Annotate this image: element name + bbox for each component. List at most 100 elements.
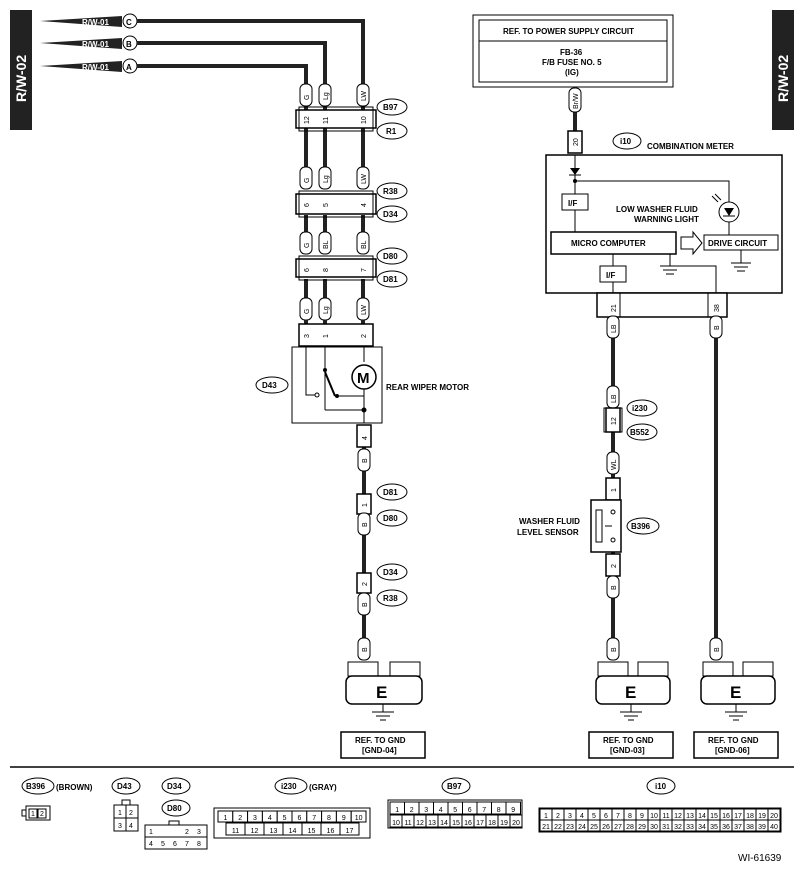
tag-right-label: R/W-02 xyxy=(775,55,791,102)
svg-text:[GND-03]: [GND-03] xyxy=(610,746,645,755)
i10-pin-label: 17 xyxy=(734,813,742,820)
svg-text:(IG): (IG) xyxy=(565,68,579,77)
svg-text:REF. TO GND: REF. TO GND xyxy=(708,736,759,745)
svg-text:R/W-01: R/W-01 xyxy=(82,40,110,49)
i10-pin-label: 35 xyxy=(710,824,718,831)
svg-text:6: 6 xyxy=(304,268,311,272)
svg-text:5: 5 xyxy=(323,203,330,207)
b97-pin-label: 17 xyxy=(476,820,484,827)
i230-pin-label: 15 xyxy=(308,828,316,835)
i10-pin-label: 10 xyxy=(650,813,658,820)
svg-text:D34: D34 xyxy=(383,568,398,577)
svg-text:2: 2 xyxy=(185,829,189,836)
svg-text:B: B xyxy=(611,585,618,590)
svg-text:B: B xyxy=(362,602,369,607)
i10-pin-label: 25 xyxy=(590,824,598,831)
svg-text:2: 2 xyxy=(40,811,44,818)
i10-pin-label: 9 xyxy=(640,813,644,820)
i230-pin-label: 5 xyxy=(283,815,287,822)
svg-text:12: 12 xyxy=(304,116,311,124)
power-supply-ref: REF. TO POWER SUPPLY CIRCUIT FB-36 F/B F… xyxy=(472,14,674,88)
figure-id: WI-61639 xyxy=(738,853,782,864)
svg-text:7: 7 xyxy=(361,268,368,272)
svg-text:LW: LW xyxy=(361,174,368,184)
svg-text:1: 1 xyxy=(31,811,35,818)
svg-text:D80: D80 xyxy=(383,514,398,523)
svg-text:i10: i10 xyxy=(655,782,667,791)
power-wire: Br/W 20 xyxy=(567,87,583,154)
svg-text:4: 4 xyxy=(129,823,133,830)
svg-text:B: B xyxy=(362,522,369,527)
svg-text:R1: R1 xyxy=(386,127,397,136)
svg-text:5: 5 xyxy=(161,841,165,848)
svg-text:11: 11 xyxy=(323,117,330,124)
i10-pin-label: 36 xyxy=(722,824,730,831)
legend-d43: D43 1 2 3 4 xyxy=(111,777,141,832)
i10-pin-label: 32 xyxy=(674,824,682,831)
svg-text:I/F: I/F xyxy=(568,199,577,208)
b97-pin-label: 13 xyxy=(428,820,436,827)
i230-pin-label: 16 xyxy=(327,828,335,835)
i230-pin-label: 8 xyxy=(327,815,331,822)
b97-pin-label: 3 xyxy=(424,807,428,814)
i10-pin-label: 20 xyxy=(770,813,778,820)
i230-pin-label: 3 xyxy=(253,815,257,822)
svg-text:R38: R38 xyxy=(383,187,398,196)
svg-text:B97: B97 xyxy=(383,103,398,112)
svg-text:WL: WL xyxy=(611,459,618,470)
i10-pin-label: 5 xyxy=(592,813,596,820)
i230-pin-cell xyxy=(350,810,367,823)
i230-pin-label: 12 xyxy=(251,828,259,835)
svg-text:D80: D80 xyxy=(167,804,182,813)
svg-text:4: 4 xyxy=(362,436,369,440)
svg-text:LB: LB xyxy=(611,394,618,403)
svg-text:FB-36: FB-36 xyxy=(560,48,583,57)
svg-text:B: B xyxy=(126,40,132,49)
b97-pin-label: 20 xyxy=(512,820,520,827)
svg-text:COMBINATION METER: COMBINATION METER xyxy=(647,142,734,151)
i10-pin-label: 2 xyxy=(556,813,560,820)
svg-text:D80: D80 xyxy=(383,252,398,261)
i10-pin-label: 37 xyxy=(734,824,742,831)
svg-text:2: 2 xyxy=(611,564,618,568)
svg-text:WARNING LIGHT: WARNING LIGHT xyxy=(634,215,699,224)
b97-pin-label: 2 xyxy=(410,807,414,814)
svg-text:R38: R38 xyxy=(383,594,398,603)
svg-text:G: G xyxy=(304,309,311,314)
svg-text:i230: i230 xyxy=(281,782,297,791)
b97-pin-label: 18 xyxy=(488,820,496,827)
i230-pin-label: 9 xyxy=(342,815,346,822)
i230-pin-label: 10 xyxy=(355,815,363,822)
svg-text:6: 6 xyxy=(304,203,311,207)
svg-text:B552: B552 xyxy=(630,428,650,437)
ground-gnd-06: E REF. TO GND [GND-06] xyxy=(693,661,779,759)
i230-pin-cell xyxy=(339,822,360,836)
svg-text:4: 4 xyxy=(149,841,153,848)
svg-text:D43: D43 xyxy=(262,381,277,390)
svg-text:DRIVE CIRCUIT: DRIVE CIRCUIT xyxy=(708,239,767,248)
b97-pin-cell xyxy=(509,814,523,828)
b97-pin-label: 6 xyxy=(468,807,472,814)
svg-text:BL: BL xyxy=(361,240,368,249)
svg-text:R/W-01: R/W-01 xyxy=(82,18,110,27)
svg-text:C: C xyxy=(126,18,132,27)
b97-pin-label: 9 xyxy=(511,807,515,814)
svg-text:D34: D34 xyxy=(383,210,398,219)
svg-text:BL: BL xyxy=(323,240,330,249)
svg-text:1: 1 xyxy=(118,810,122,817)
b97-pin-label: 4 xyxy=(439,807,443,814)
svg-text:LEVEL SENSOR: LEVEL SENSOR xyxy=(517,528,579,537)
svg-text:Br/W: Br/W xyxy=(573,93,580,109)
svg-text:WASHER FLUID: WASHER FLUID xyxy=(519,517,580,526)
i10-pin-label: 33 xyxy=(686,824,694,831)
i230-pin-label: 13 xyxy=(270,828,278,835)
i10-pin-label: 31 xyxy=(662,824,670,831)
i230-pin-label: 4 xyxy=(268,815,272,822)
ground-gnd-03: E REF. TO GND [GND-03] xyxy=(588,661,674,759)
ground-gnd-04: E REF. TO GND [GND-04] xyxy=(340,661,426,759)
i10-pin-label: 3 xyxy=(568,813,572,820)
i10-pin-label: 34 xyxy=(698,824,706,831)
svg-text:F/B FUSE NO. 5: F/B FUSE NO. 5 xyxy=(542,58,602,67)
